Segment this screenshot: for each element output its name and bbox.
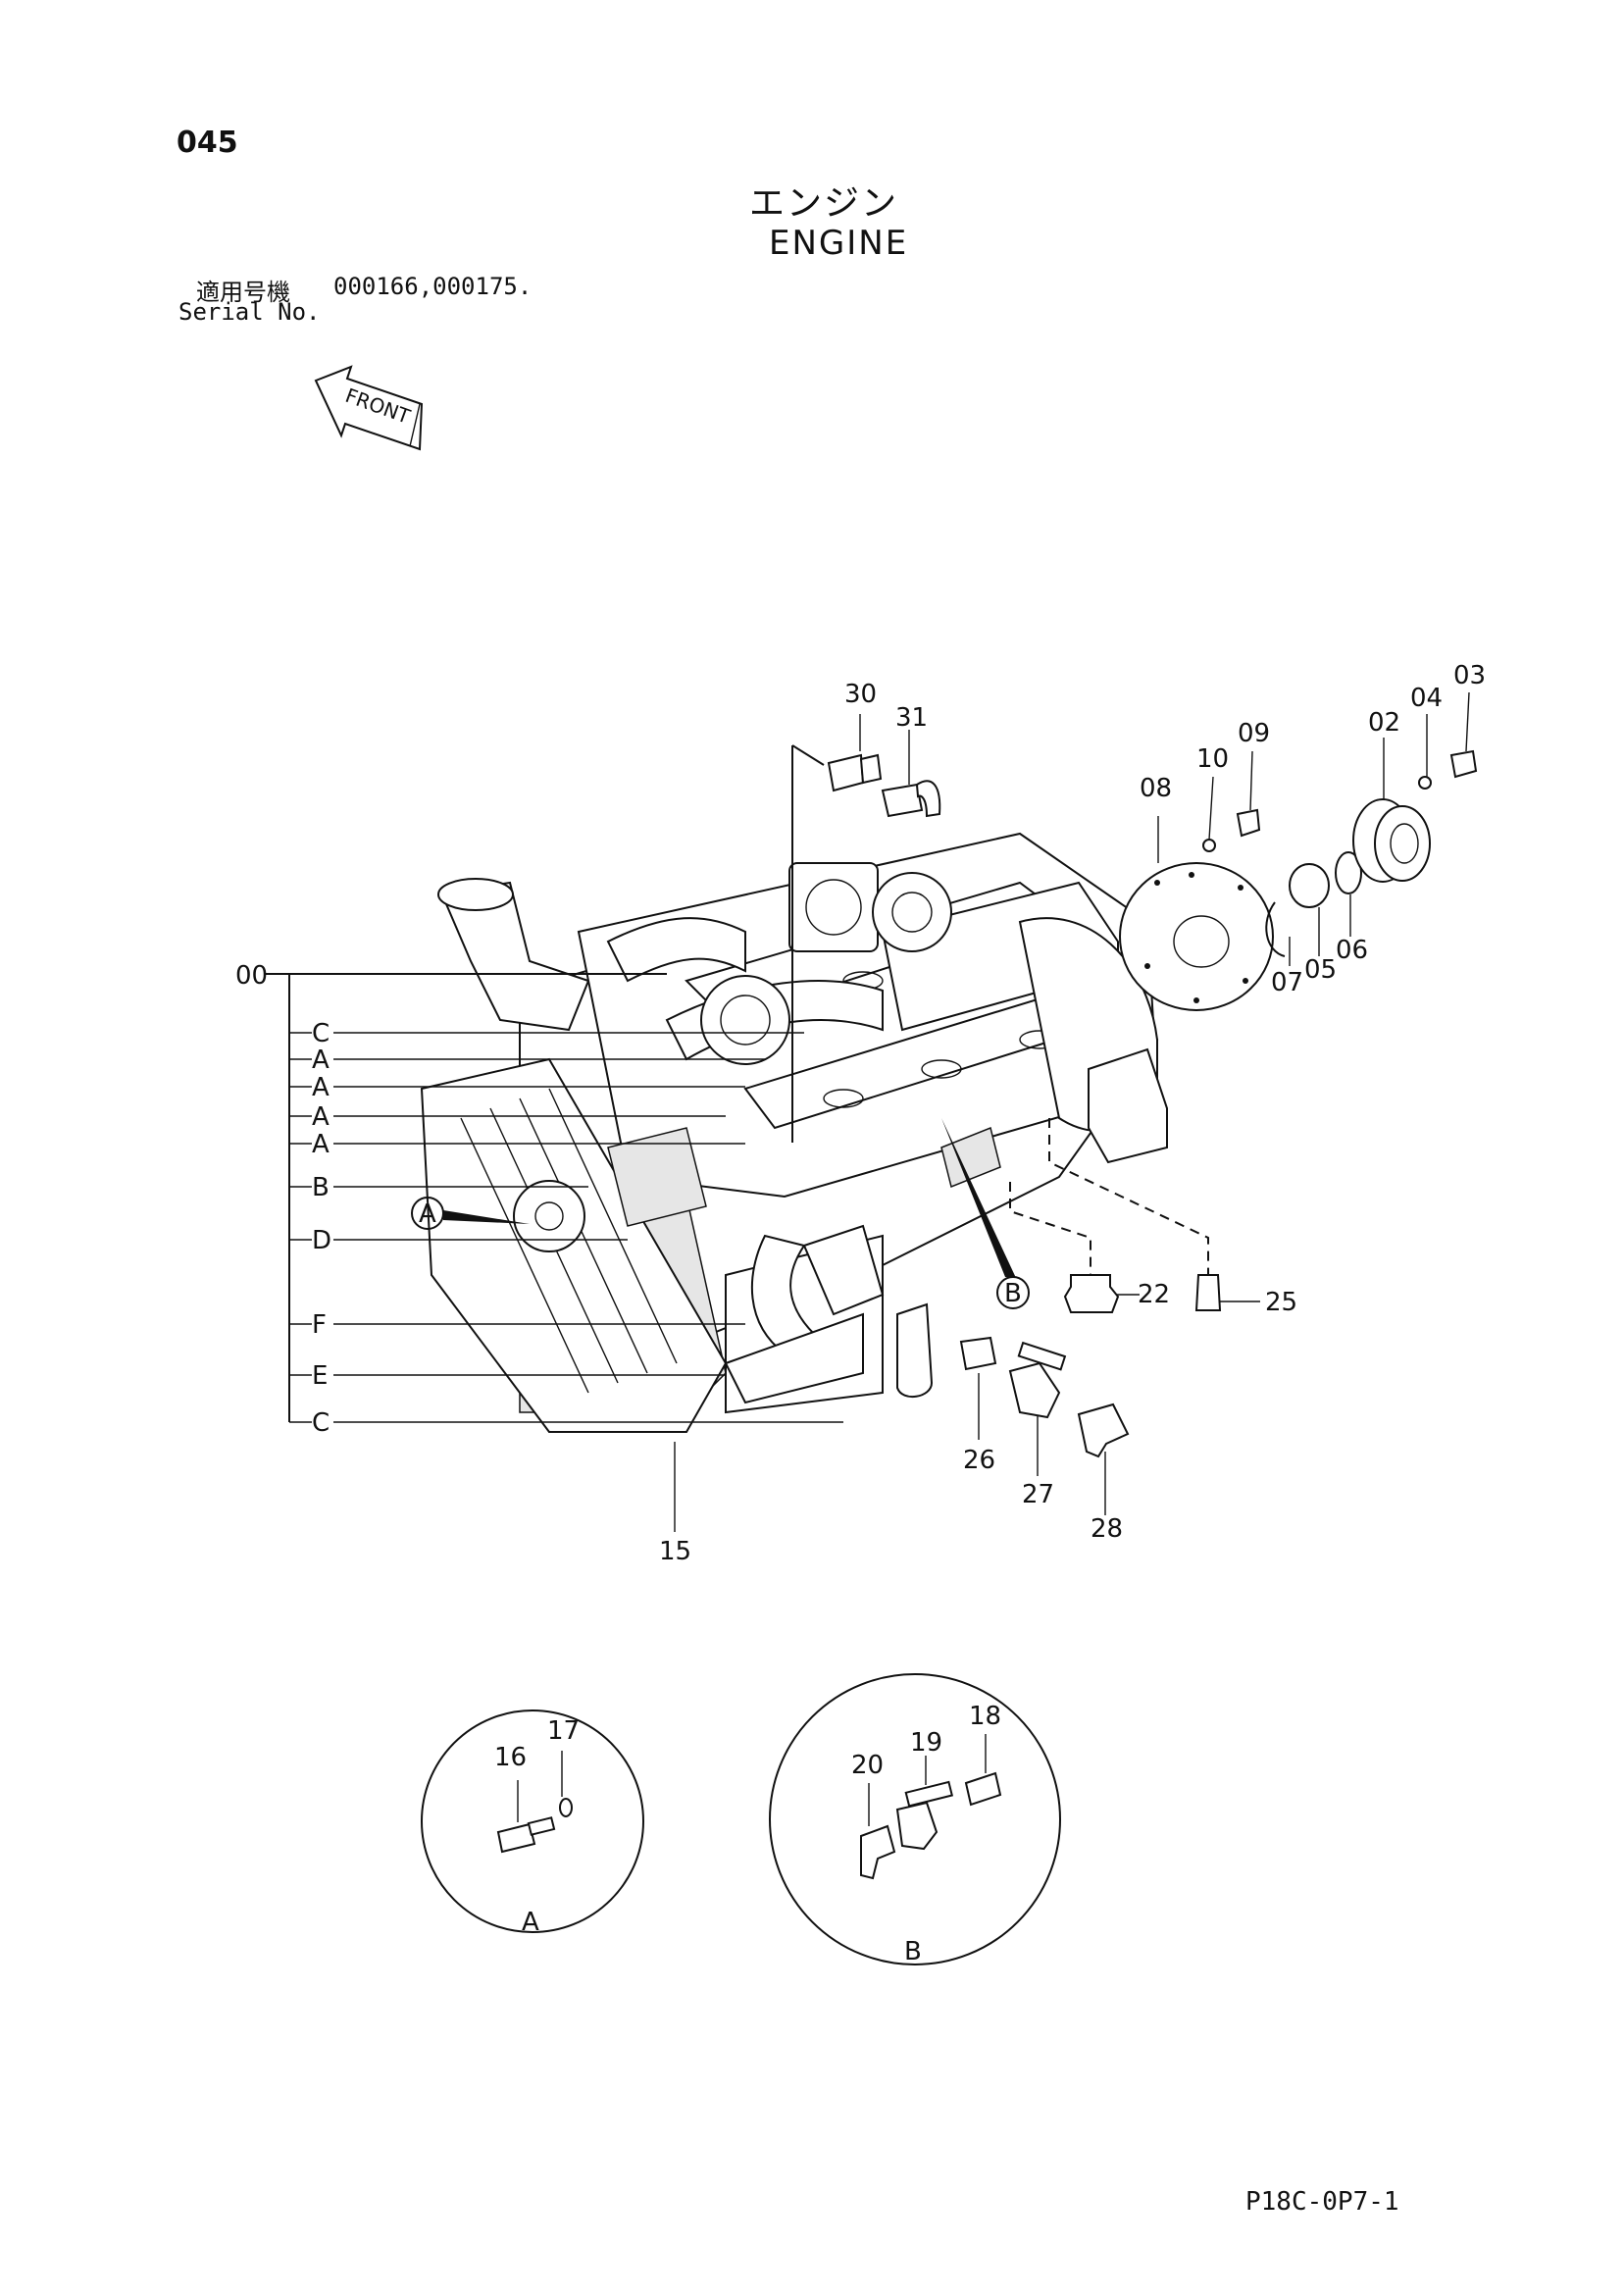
- reference-letter-a: A: [312, 1046, 330, 1075]
- drawing-code: P18C-0P7-1: [1245, 2187, 1399, 2217]
- part-number-17: 17: [547, 1716, 580, 1746]
- reference-letter-c: C: [312, 1019, 330, 1048]
- fittings-30-31: [827, 753, 941, 818]
- part-number-26: 26: [963, 1446, 995, 1475]
- flywheel-parts: [1119, 749, 1478, 1011]
- part-number-02: 02: [1368, 708, 1400, 738]
- page-number: 045: [177, 126, 238, 160]
- part-number-15: 15: [659, 1537, 691, 1566]
- part-number-30: 30: [844, 680, 877, 709]
- detail-letter-b: B: [904, 1937, 922, 1966]
- plugs-22-25: [1063, 1274, 1222, 1313]
- reference-letter-f: F: [312, 1310, 327, 1340]
- part-number-16: 16: [494, 1743, 527, 1772]
- serial-label-japanese: 適用号機: [196, 279, 290, 306]
- drain-fittings: [959, 1336, 1130, 1458]
- detail-view-b: B: [769, 1673, 1061, 1966]
- part-number-20: 20: [851, 1751, 884, 1780]
- reference-letter-d: D: [312, 1226, 331, 1255]
- svg-text:B: B: [1004, 1279, 1022, 1308]
- reference-letter-c: C: [312, 1408, 330, 1438]
- callout-a: A: [411, 1197, 530, 1230]
- page-title-japanese: エンジン: [749, 183, 899, 224]
- part-number-18: 18: [969, 1702, 1001, 1731]
- part-leaders: [674, 691, 1470, 1532]
- detail-view-a: A: [421, 1709, 644, 1937]
- part-number-07: 07: [1271, 968, 1303, 997]
- part-number-28: 28: [1091, 1514, 1123, 1544]
- front-arrow-icon: FRONT: [314, 365, 424, 451]
- detail-letter-a: A: [522, 1908, 539, 1937]
- part-number-08: 08: [1140, 774, 1172, 803]
- reference-letter-a: A: [312, 1073, 330, 1102]
- engine-assembly: [420, 832, 1168, 1433]
- page-title: ENGINE: [769, 224, 909, 263]
- reference-letter-b: B: [312, 1173, 330, 1202]
- reference-letter-a: A: [312, 1102, 330, 1132]
- part-number-31: 31: [895, 703, 928, 733]
- reference-letter-e: E: [312, 1361, 328, 1391]
- part-number-00: 00: [235, 961, 268, 991]
- part-number-09: 09: [1238, 719, 1270, 748]
- part-number-22: 22: [1138, 1280, 1170, 1309]
- reference-letter-a: A: [312, 1130, 330, 1159]
- part-number-03: 03: [1453, 661, 1486, 690]
- serial-label: Serial No.: [178, 298, 321, 326]
- callout-b: B: [941, 1118, 1030, 1309]
- serial-numbers: 000166,000175.: [333, 273, 533, 300]
- svg-text:A: A: [419, 1199, 436, 1229]
- part-number-06: 06: [1336, 936, 1368, 965]
- part-number-19: 19: [910, 1728, 942, 1758]
- part-number-27: 27: [1022, 1480, 1054, 1509]
- part-number-04: 04: [1410, 684, 1443, 713]
- part-number-25: 25: [1265, 1288, 1297, 1317]
- part-number-10: 10: [1196, 744, 1229, 774]
- part-number-05: 05: [1304, 955, 1337, 985]
